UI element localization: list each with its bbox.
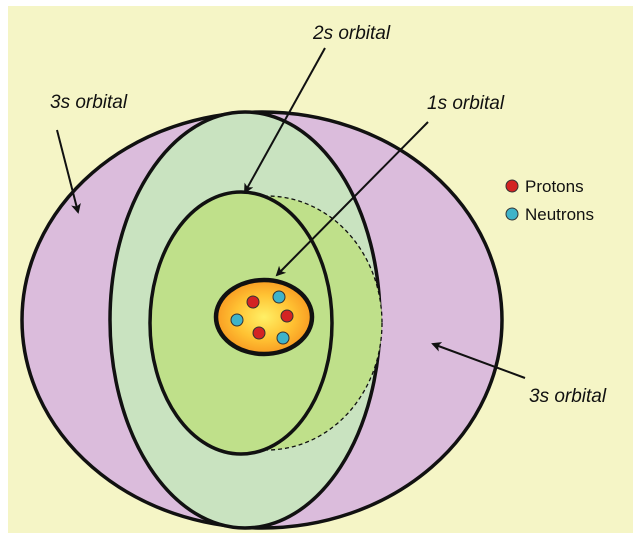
label-2s-orbital: 2s orbital <box>312 23 391 44</box>
nucleus <box>216 280 312 354</box>
proton-particle <box>281 310 293 322</box>
neutron-particle <box>231 314 243 326</box>
legend-proton-swatch <box>506 180 518 192</box>
label-1s-orbital: 1s orbital <box>427 93 505 114</box>
legend-neutrons-label: Neutrons <box>525 205 594 224</box>
neutron-particle <box>277 332 289 344</box>
proton-particle <box>253 327 265 339</box>
legend-neutron-swatch <box>506 208 518 220</box>
neutron-particle <box>273 291 285 303</box>
legend-protons-label: Protons <box>525 177 584 196</box>
label-3s-orbital-right: 3s orbital <box>529 386 607 407</box>
proton-particle <box>247 296 259 308</box>
label-3s-orbital-left: 3s orbital <box>50 92 128 113</box>
